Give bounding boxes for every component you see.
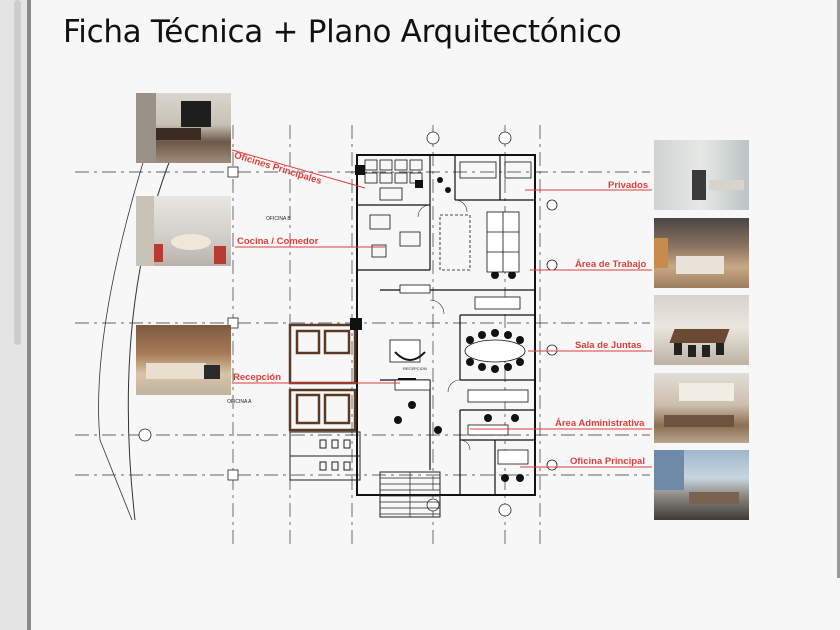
photo-oficina-principal: [654, 450, 749, 520]
reception-desk: [394, 351, 426, 361]
photo-area-administrativa: [654, 373, 749, 443]
photo-recepcion: [136, 325, 231, 395]
plan-label-oficina-b: OFICINA B: [266, 216, 291, 222]
callout-leaders: [231, 149, 652, 468]
photo-oficinas-principales: [136, 93, 231, 163]
stairs: [379, 471, 441, 518]
slide-title: Ficha Técnica + Plano Arquitectónico: [63, 14, 622, 50]
plan-label-oficina-a: OFICINA A: [227, 399, 252, 405]
photo-sala-de-juntas: [654, 295, 749, 365]
photo-area-de-trabajo: [654, 218, 749, 288]
callout-area-administrativa: Área Administrativa: [555, 418, 645, 429]
bathrooms: [289, 431, 361, 481]
callout-area-de-trabajo: Área de Trabajo: [575, 259, 647, 270]
slide-left-border: [27, 0, 31, 630]
slide-right-border: [837, 0, 840, 578]
floor-plan-drawing: [75, 125, 652, 545]
building-outline: [356, 154, 536, 496]
core-walls: [288, 323, 357, 432]
photo-privados: [654, 140, 749, 210]
office-furniture-top: [364, 159, 532, 271]
plan-label-recepcion: RECEPCION: [403, 366, 427, 371]
callout-recepcion: Recepción: [233, 372, 282, 383]
desks: [389, 211, 529, 465]
curved-facade: [127, 139, 179, 521]
door-swings: [417, 199, 471, 451]
slide: Ficha Técnica + Plano Arquitectónico: [31, 0, 840, 630]
callout-cocina-comedor: Cocina / Comedor: [237, 236, 319, 247]
callout-privados: Privados: [608, 180, 649, 191]
scrollbar-thumb[interactable]: [14, 0, 21, 345]
photo-cocina-comedor: [136, 196, 231, 266]
callout-sala-de-juntas: Sala de Juntas: [575, 340, 642, 351]
callout-oficina-principal: Oficina Principal: [570, 456, 645, 467]
partitions: [357, 155, 535, 495]
